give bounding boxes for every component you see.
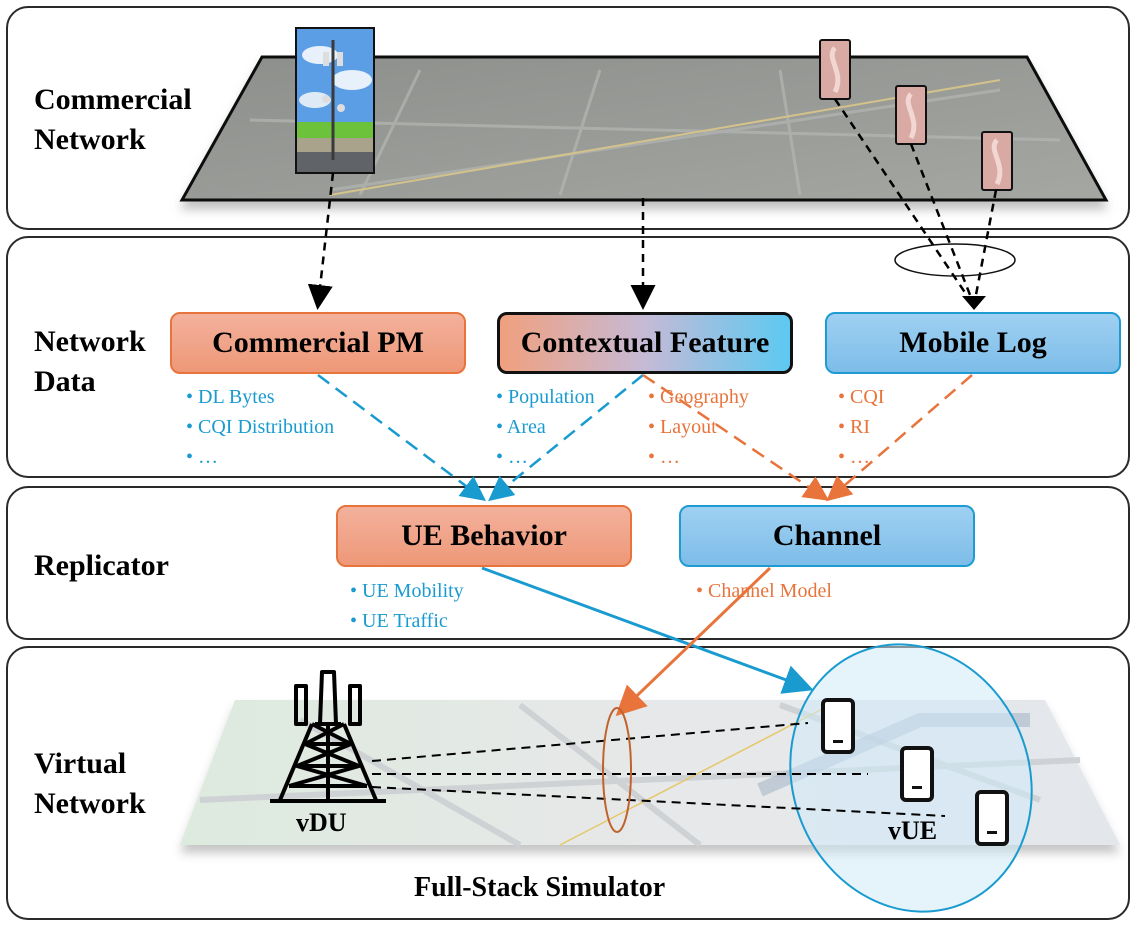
list-item: Area — [496, 412, 595, 442]
channel-box: Channel — [679, 505, 975, 567]
layer-label: Replicator — [34, 546, 169, 586]
list-item: Channel Model — [696, 576, 832, 606]
list-item: … — [838, 442, 884, 472]
layer-label: Network Data — [34, 322, 146, 402]
mobile-log-items: CQI RI … — [838, 382, 884, 472]
vdu-label: vDU — [296, 808, 347, 837]
ue-behavior-items: UE Mobility UE Traffic — [350, 576, 464, 636]
list-item: UE Traffic — [350, 606, 464, 636]
ue-behavior-box: UE Behavior — [336, 505, 632, 567]
label-line: Data — [34, 365, 96, 398]
list-item: CQI Distribution — [186, 412, 334, 442]
contextual-feature-box: Contextual Feature — [497, 312, 793, 374]
commercial-pm-title: Commercial PM — [212, 326, 424, 359]
layer-commercial-network: Commercial Network — [6, 6, 1130, 230]
list-item: DL Bytes — [186, 382, 334, 412]
list-item: UE Mobility — [350, 576, 464, 606]
list-item: … — [496, 442, 595, 472]
contextual-feature-title: Contextual Feature — [520, 326, 770, 359]
label-line: Replicator — [34, 549, 169, 582]
label-line: Virtual — [34, 747, 127, 780]
ue-behavior-title: UE Behavior — [401, 519, 567, 552]
list-item: … — [648, 442, 749, 472]
commercial-pm-items: DL Bytes CQI Distribution … — [186, 382, 334, 472]
channel-title: Channel — [772, 519, 882, 552]
label-line: Network — [34, 123, 146, 156]
label-line: Commercial — [34, 83, 192, 116]
list-item: Geography — [648, 382, 749, 412]
list-item: … — [186, 442, 334, 472]
mobile-log-title: Mobile Log — [899, 326, 1047, 359]
channel-items: Channel Model — [696, 576, 832, 606]
mobile-log-box: Mobile Log — [825, 312, 1121, 374]
contextual-feature-items-right: Geography Layout … — [648, 382, 749, 472]
label-line: Network — [34, 787, 146, 820]
vue-label: vUE — [888, 816, 938, 845]
layer-label: Virtual Network — [34, 744, 146, 824]
list-item: Layout — [648, 412, 749, 442]
simulator-caption: Full-Stack Simulator — [414, 872, 666, 903]
commercial-pm-box: Commercial PM — [170, 312, 466, 374]
list-item: Population — [496, 382, 595, 412]
list-item: RI — [838, 412, 884, 442]
list-item: CQI — [838, 382, 884, 412]
layer-label: Commercial Network — [34, 80, 192, 160]
label-line: Network — [34, 325, 146, 358]
contextual-feature-items-left: Population Area … — [496, 382, 595, 472]
